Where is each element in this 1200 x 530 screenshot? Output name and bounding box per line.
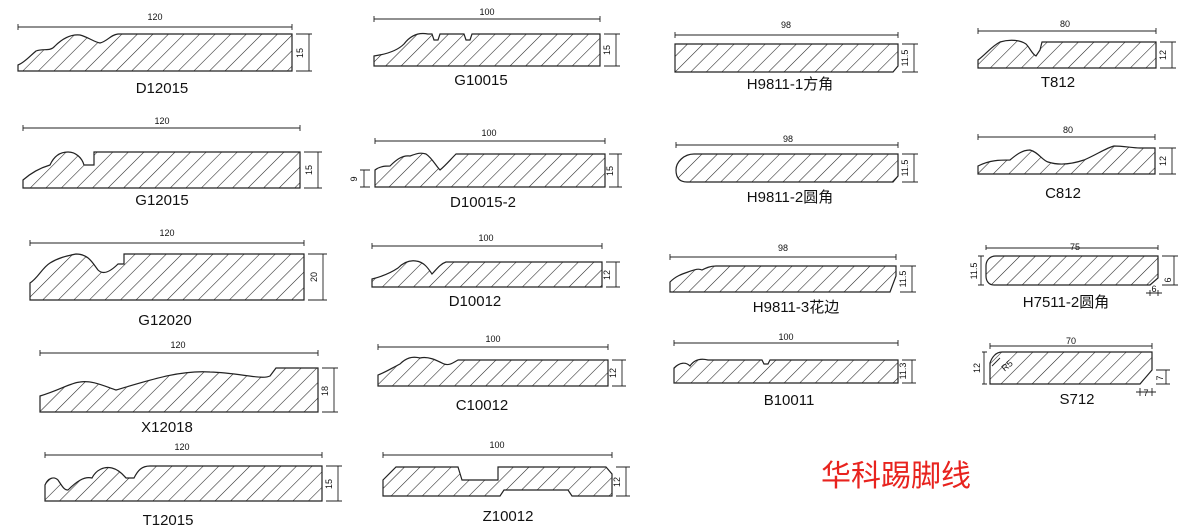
length-dimension: 98 xyxy=(778,243,788,253)
profile-label: C812 xyxy=(1045,185,1081,202)
height-dimension: 12 xyxy=(1158,156,1168,166)
height-dimension: 15 xyxy=(605,166,615,176)
profile-label: H9811-1方角 xyxy=(747,76,833,93)
profile-label: X12018 xyxy=(141,419,193,436)
height-dimension: 12 xyxy=(602,270,612,280)
profile-t12015: 120 15 T12015 xyxy=(44,442,342,529)
height-dimension: 11.5 xyxy=(900,50,910,67)
length-dimension: 120 xyxy=(147,12,162,22)
length-dimension: 100 xyxy=(478,233,493,243)
profile-label: D10015-2 xyxy=(450,194,516,211)
height-dimension: 12 xyxy=(1158,50,1168,60)
profile-label: D12015 xyxy=(136,80,189,97)
profile-label: H9811-3花边 xyxy=(753,299,839,316)
profile-label: C10012 xyxy=(456,397,509,414)
height-dimension: 15 xyxy=(602,45,612,55)
length-dimension: 120 xyxy=(174,442,189,452)
profile-z10012: 100 12 Z10012 xyxy=(382,440,630,525)
profile-t812: 80 12 T812 xyxy=(977,19,1176,91)
profile-g12020: 120 20 G12020 xyxy=(29,228,327,329)
length-dimension: 70 xyxy=(1066,336,1076,346)
length-dimension: 120 xyxy=(170,340,185,350)
profile-label: G12015 xyxy=(135,192,188,209)
profile-s712: 70 7 12 7 R5 S712 xyxy=(972,336,1170,408)
profile-label: D10012 xyxy=(449,293,502,310)
height-dimension: 15 xyxy=(295,48,305,58)
length-dimension: 120 xyxy=(159,228,174,238)
profile-label: S712 xyxy=(1059,391,1094,408)
profile-g10015: 100 15 G10015 xyxy=(373,7,620,89)
bottom-dimension: 6 xyxy=(1151,284,1156,294)
profile-c812: 80 12 C812 xyxy=(977,125,1176,202)
length-dimension: 100 xyxy=(481,128,496,138)
profile-h9811-1: 98 11.5 H9811-1方角 xyxy=(674,20,918,93)
length-dimension: 100 xyxy=(778,332,793,342)
height-dimension: 20 xyxy=(309,272,319,282)
height-dimension: 6 xyxy=(1163,277,1173,282)
length-dimension: 75 xyxy=(1070,242,1080,252)
profile-c10012: 100 12 C10012 xyxy=(377,334,626,414)
profile-label: B10011 xyxy=(764,392,815,409)
profile-label: H7511-2圆角 xyxy=(1023,294,1109,311)
height-dimension: 15 xyxy=(324,479,334,489)
height-dimension: 11.5 xyxy=(898,271,908,288)
side-dimension: 12 xyxy=(972,363,982,373)
profile-x12018: 120 18 X12018 xyxy=(39,340,338,436)
profile-b10011: 100 11.3 B10011 xyxy=(673,332,916,409)
height-dimension: 15 xyxy=(304,165,314,175)
profile-d10015-2: 100 15 9 D10015-2 xyxy=(349,128,622,211)
length-dimension: 80 xyxy=(1060,19,1070,29)
profile-h7511-2: 75 6 11.5 6 H7511-2圆角 xyxy=(969,242,1178,311)
length-dimension: 98 xyxy=(783,134,793,144)
length-dimension: 100 xyxy=(479,7,494,17)
side-dimension: 11.5 xyxy=(969,263,979,280)
height-dimension: 11.3 xyxy=(898,363,908,380)
profile-g12015: 120 15 G12015 xyxy=(22,116,322,209)
height-dimension: 18 xyxy=(320,386,330,396)
profile-label: G12020 xyxy=(138,312,191,329)
length-dimension: 80 xyxy=(1063,125,1073,135)
profile-label: G10015 xyxy=(454,72,507,89)
profile-label: T12015 xyxy=(143,512,194,529)
side-dimension: 9 xyxy=(349,176,359,181)
profile-d12015: 120 15 D12015 xyxy=(17,12,312,97)
height-dimension: 7 xyxy=(1155,375,1165,380)
height-dimension: 12 xyxy=(612,477,622,487)
height-dimension: 11.5 xyxy=(900,160,910,177)
height-dimension: 12 xyxy=(608,368,618,378)
profile-h9811-3: 98 11.5 H9811-3花边 xyxy=(669,243,916,316)
bottom-dimension: 7 xyxy=(1143,388,1148,398)
profile-d10012: 100 12 D10012 xyxy=(371,233,620,310)
length-dimension: 100 xyxy=(489,440,504,450)
profile-label: Z10012 xyxy=(483,508,534,525)
profile-h9811-2: 98 11.5 H9811-2圆角 xyxy=(675,134,918,206)
profile-label: H9811-2圆角 xyxy=(747,189,833,206)
catalog-title: 华科踢脚线 xyxy=(821,459,971,494)
length-dimension: 100 xyxy=(485,334,500,344)
length-dimension: 120 xyxy=(154,116,169,126)
length-dimension: 98 xyxy=(781,20,791,30)
profile-label: T812 xyxy=(1041,74,1075,91)
